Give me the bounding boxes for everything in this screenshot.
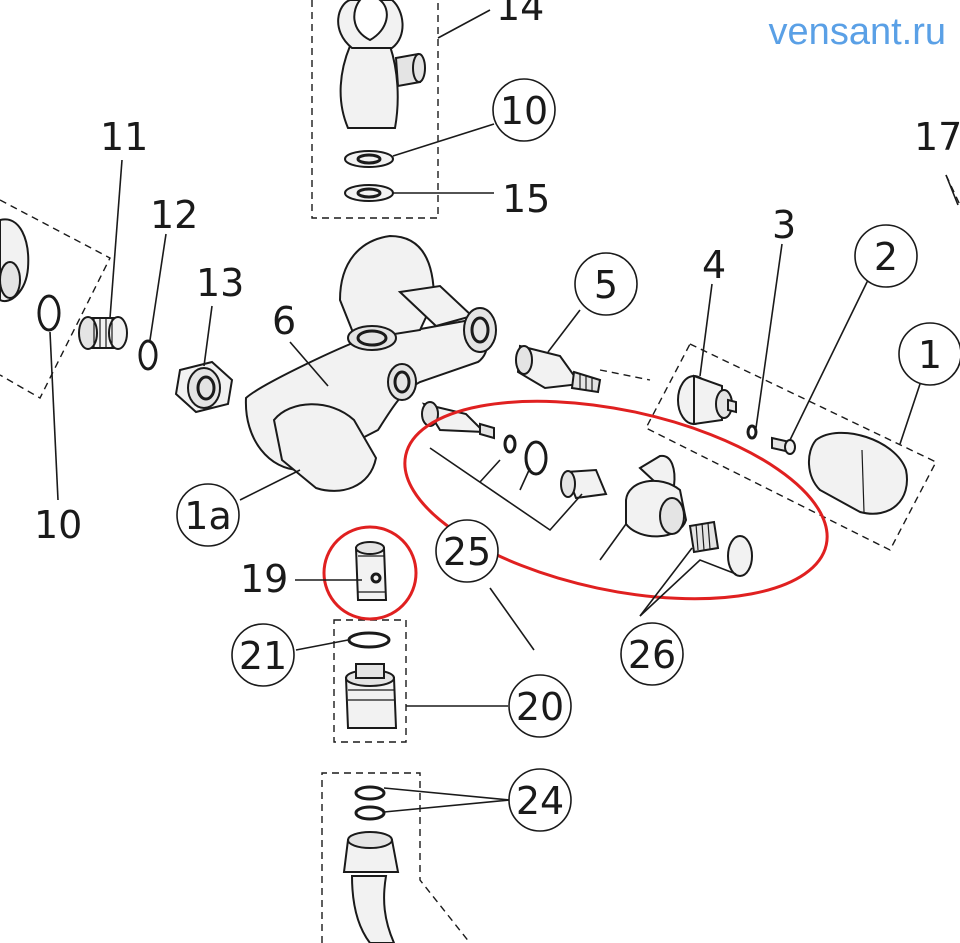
label-6: 6 — [272, 299, 296, 343]
label-3: 3 — [772, 203, 796, 247]
handle-cap-1 — [808, 431, 908, 515]
label-25: 25 — [443, 530, 491, 574]
callout-circle-20 — [508, 674, 572, 738]
callout-circle-2 — [854, 224, 918, 288]
oring-21 — [347, 631, 391, 649]
nipple-11 — [78, 316, 128, 350]
label-12: 12 — [150, 193, 198, 237]
assembly-box-1 — [645, 343, 937, 551]
callout-circle-25 — [435, 519, 499, 583]
assembly-box-left — [0, 199, 111, 399]
label-10-top: 10 — [500, 89, 548, 133]
callout-circle-10-top — [492, 78, 556, 142]
assembly-box-20 — [333, 619, 407, 743]
watermark-text: vensant.ru — [769, 11, 946, 53]
oring-12 — [138, 339, 158, 371]
label-1: 1 — [918, 333, 942, 377]
diverter-kit-parts — [421, 401, 753, 577]
hose-nut-24 — [342, 831, 400, 943]
washer-10-top — [344, 150, 394, 168]
label-5: 5 — [594, 263, 618, 307]
highlight-circle-19 — [322, 525, 418, 621]
label-21: 21 — [239, 634, 287, 678]
assembly-box-right-edge — [599, 369, 651, 381]
label-17: 17 — [914, 115, 960, 159]
label-1a: 1a — [184, 494, 231, 538]
callout-circle-1 — [898, 322, 960, 386]
fitting-20 — [344, 663, 398, 729]
callout-circle-24 — [508, 768, 572, 832]
washer-15 — [344, 184, 394, 202]
label-10-left: 10 — [34, 503, 82, 547]
callout-circle-26 — [620, 622, 684, 686]
leader-lines — [49, 9, 959, 813]
nut-13 — [174, 360, 234, 414]
oring-24-a — [354, 785, 386, 801]
label-13: 13 — [196, 261, 244, 305]
callout-circle-5 — [574, 252, 638, 316]
label-26: 26 — [628, 633, 676, 677]
highlight-ellipse-kit — [403, 399, 829, 601]
assembly-box-14 — [311, 0, 439, 219]
bushing-4 — [677, 374, 737, 426]
oring-10-left — [37, 294, 61, 332]
label-19: 19 — [240, 557, 288, 601]
label-11: 11 — [100, 115, 148, 159]
label-20: 20 — [516, 685, 564, 729]
callout-circle-1a — [176, 483, 240, 547]
cartridge-5 — [515, 344, 602, 394]
assembly-box-24 — [321, 772, 471, 943]
label-4: 4 — [702, 243, 726, 287]
label-24: 24 — [516, 779, 564, 823]
washer-3 — [746, 424, 758, 440]
label-15: 15 — [502, 177, 550, 221]
callout-circle-21 — [231, 623, 295, 687]
shower-holder-part — [337, 0, 426, 129]
label-14: 14 — [496, 0, 544, 29]
oring-24-b — [354, 805, 386, 821]
mixer-body-6 — [244, 234, 497, 492]
left-assembly-part — [0, 218, 30, 303]
adapter-19 — [354, 541, 388, 601]
screw-2 — [771, 436, 796, 455]
label-2: 2 — [874, 235, 898, 279]
